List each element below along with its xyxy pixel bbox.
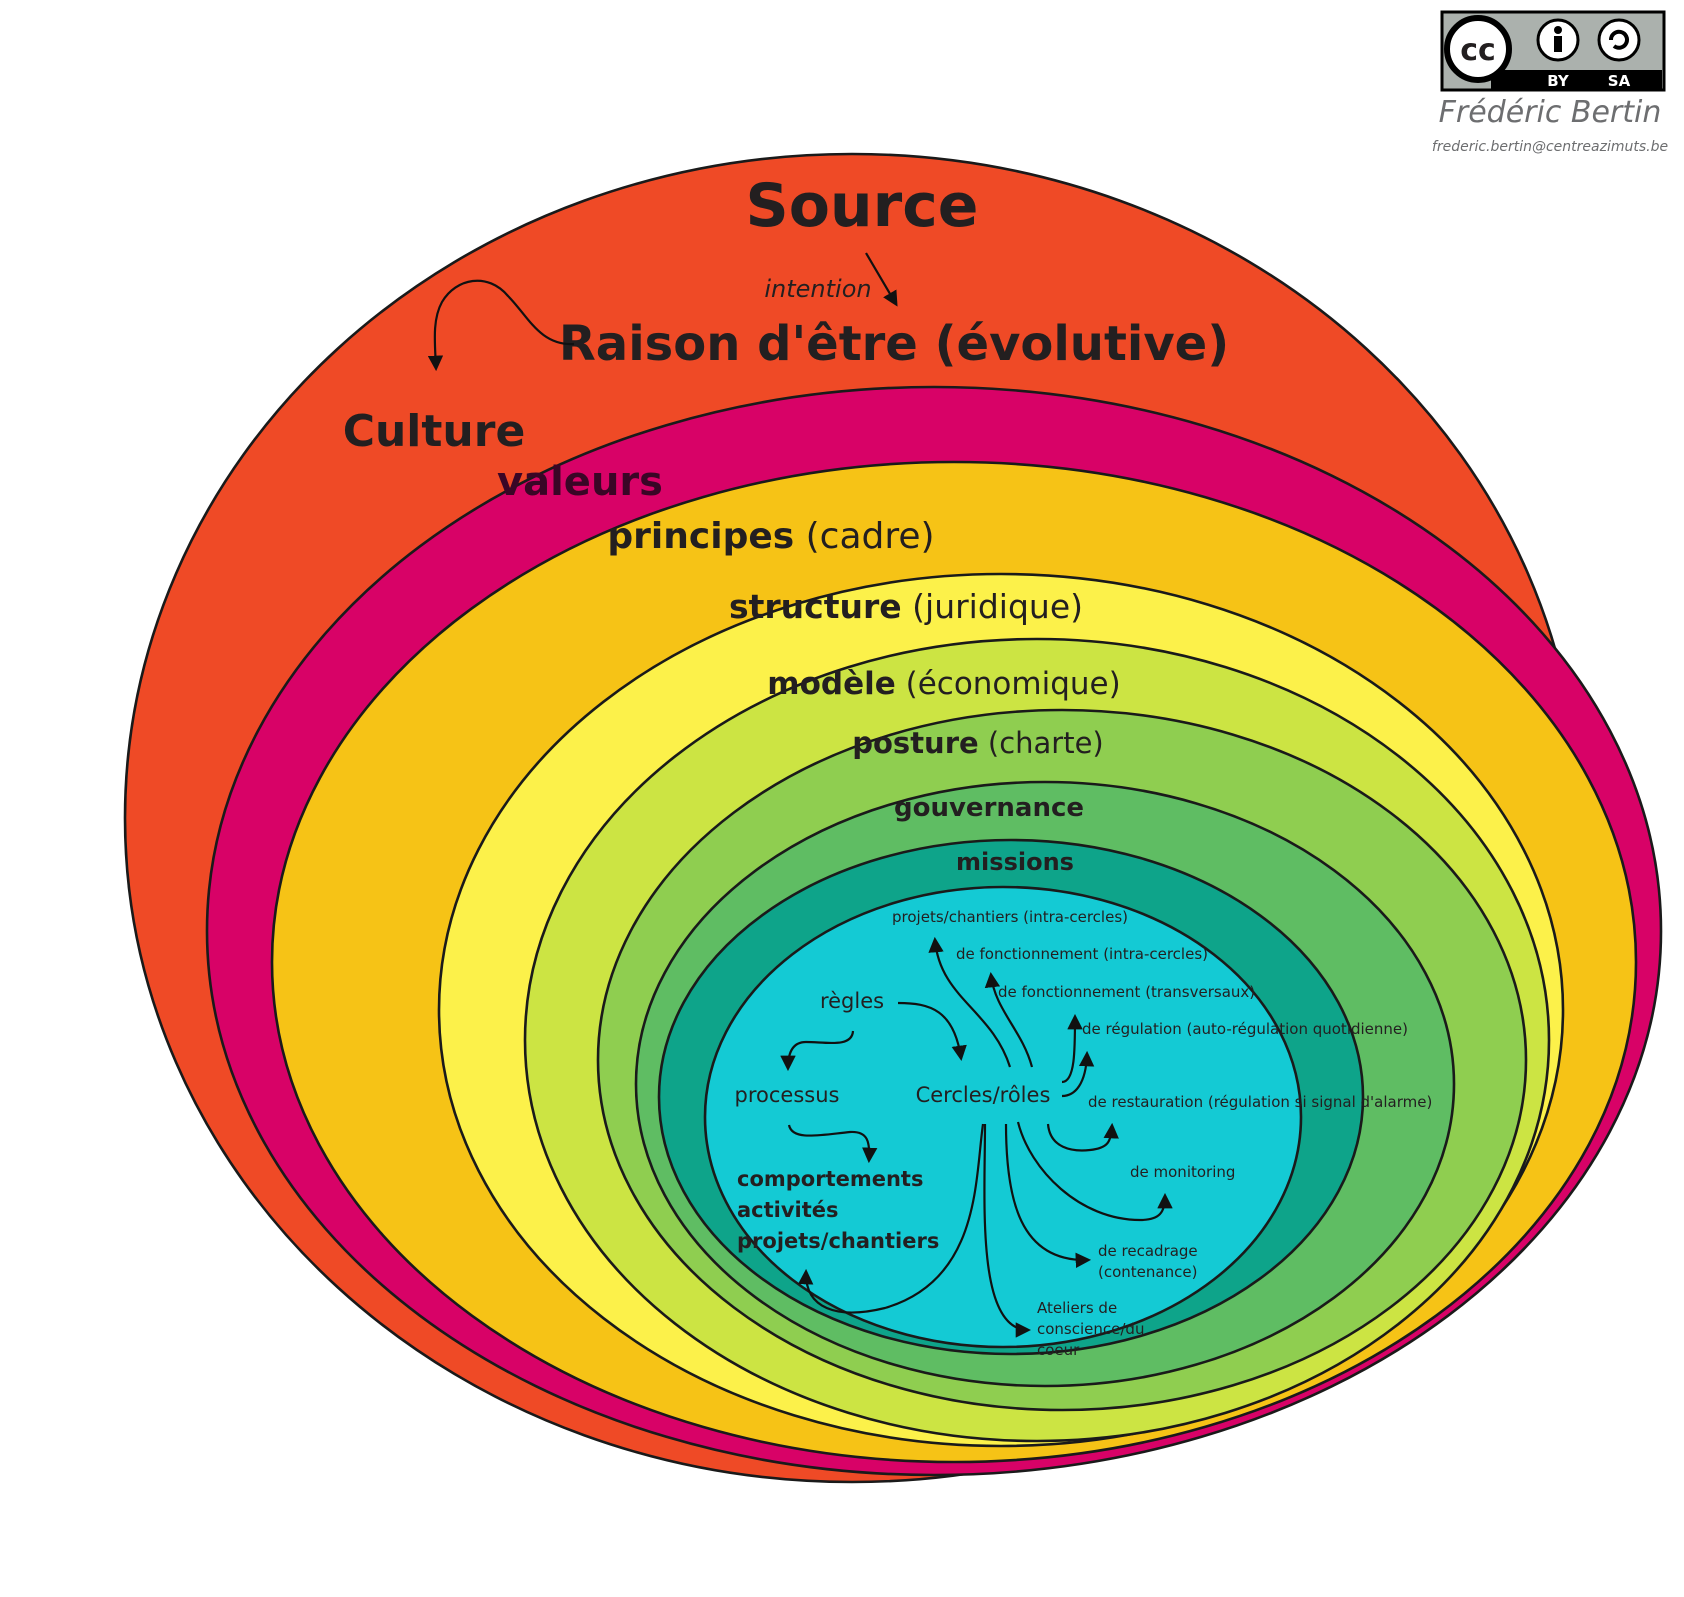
rule-monitoring: de monitoring [1130,1163,1235,1181]
missions-label: missions [956,848,1074,876]
cercles-to-comportements-arrow [797,1123,985,1314]
rule-fonctionnement-intra: de fonctionnement (intra-cercles) [956,945,1208,963]
modele-sub: (économique) [896,666,1121,702]
rule-ateliers-1: Ateliers de [1037,1299,1117,1317]
modele-title: modèle [767,666,895,702]
activites-label: activités [737,1198,839,1222]
rule-restauration: de restauration (régulation si signal d'… [1088,1093,1432,1111]
projets-chantiers-label: projets/chantiers [737,1229,939,1253]
raison-to-culture-arrow [427,279,575,372]
rule-contenance: (contenance) [1098,1263,1197,1281]
rule-regulation: de régulation (auto-régulation quotidien… [1082,1020,1408,1038]
share-alike-icon [1597,18,1641,62]
modele-label: modèle (économique) [767,666,1120,702]
cercles-to-projets-arrow [928,936,1012,1068]
processus-label: processus [735,1083,840,1107]
intention-label: intention [764,275,871,303]
license-badge: cc BY SA [1440,10,1666,92]
cc-icon: cc [1460,33,1496,68]
cercles-to-fonctionnement-intra-arrow [984,971,1034,1068]
principes-label: principes (cadre) [607,516,934,557]
rule-recadrage: de recadrage [1098,1242,1198,1260]
principes-title: principes [607,516,794,557]
cercles-roles-label: Cercles/rôles [916,1083,1051,1107]
rule-fonctionnement-transversaux: de fonctionnement (transversaux) [998,983,1255,1001]
structure-label: structure (juridique) [729,587,1083,626]
gouvernance-label: gouvernance [894,793,1084,823]
regles-to-processus-arrow [780,1030,855,1072]
source-label: Source [746,171,979,241]
author-email: frederic.bertin@centreazimuts.be [1432,139,1668,155]
regles-label: règles [820,989,884,1013]
core-layer [703,885,1303,1349]
cercles-to-auto-eval-arrow [1016,1121,1173,1222]
by-label: BY [1547,72,1570,90]
processus-to-comportements-arrow [787,1124,878,1164]
cercles-to-monitoring-arrow [1046,1122,1119,1152]
rule-ateliers-2: conscience/du [1037,1320,1144,1338]
rule-ateliers-3: coeur [1037,1341,1080,1359]
raison-detre-label: Raison d'être (évolutive) [559,316,1229,372]
cercles-to-regulation-arrow [1061,1013,1083,1084]
comportements-label: comportements [737,1167,923,1191]
author-name: Frédéric Bertin [1439,95,1662,130]
structure-sub: (juridique) [902,587,1083,626]
regles-to-cercles-arrow [897,1001,967,1062]
posture-sub: (charte) [979,726,1104,760]
posture-title: posture [852,726,978,760]
intention-arrow [865,252,898,307]
cercles-to-restauration-arrow [1061,1050,1095,1098]
principes-sub: (cadre) [794,516,934,557]
sa-label: SA [1608,72,1631,90]
culture-label: Culture [343,406,526,457]
valeurs-label: valeurs [497,459,663,505]
cercles-to-recadrage-arrow [1004,1123,1092,1269]
structure-title: structure [729,587,902,626]
posture-label: posture (charte) [852,726,1104,760]
cercles-to-ateliers-arrow [983,1123,1032,1338]
rule-projets-chantiers: projets/chantiers (intra-cercles) [892,908,1128,926]
